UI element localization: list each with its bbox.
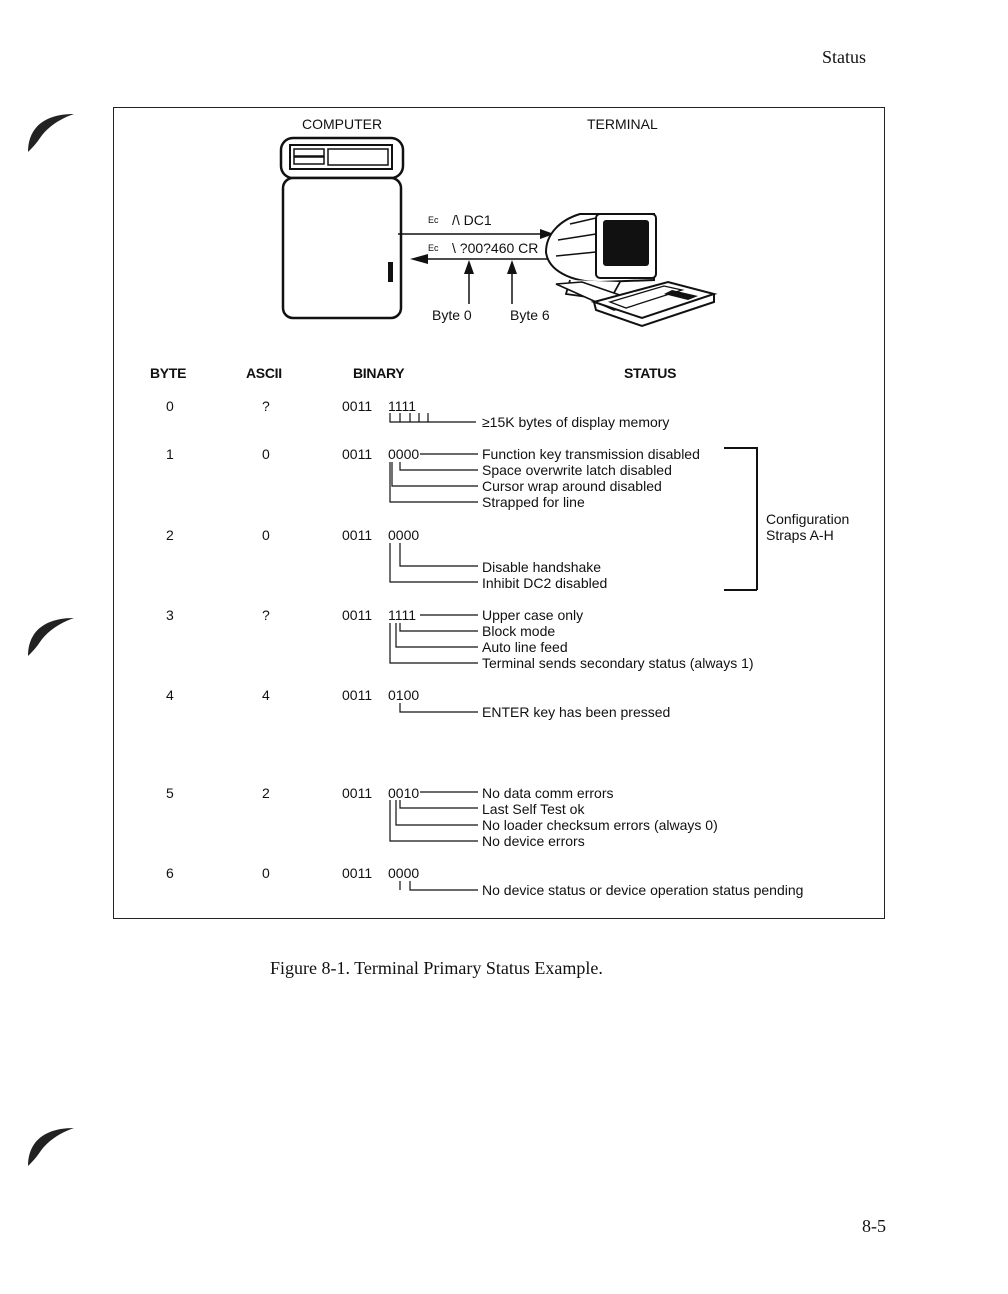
ascii-char: ? bbox=[262, 607, 270, 623]
status-text: Last Self Test ok bbox=[482, 801, 585, 817]
binary-low-nibble: 0000 bbox=[388, 865, 420, 881]
binary-high-nibble: 0011 bbox=[342, 398, 373, 414]
computer-terminal-diagram bbox=[279, 136, 718, 328]
byte-number: 6 bbox=[166, 865, 174, 881]
terminal-icon bbox=[544, 213, 718, 328]
escape-symbol-in: Ec bbox=[428, 243, 439, 253]
status-text: Function key transmission disabled bbox=[482, 446, 700, 462]
byte-number: 2 bbox=[166, 527, 174, 543]
byte6-label: Byte 6 bbox=[510, 307, 550, 323]
byte-number: 0 bbox=[166, 398, 174, 414]
status-text: Strapped for line bbox=[482, 494, 585, 510]
terminal-label: TERMINAL bbox=[587, 116, 658, 132]
binary-low-nibble: 0000 bbox=[388, 527, 420, 543]
ascii-char: 0 bbox=[262, 865, 270, 881]
status-text: No device errors bbox=[482, 833, 585, 849]
binary-high-nibble: 0011 bbox=[342, 687, 373, 703]
status-text: ≥15K bytes of display memory bbox=[482, 414, 670, 430]
binary-low-nibble: 0000 bbox=[388, 446, 420, 462]
status-text: Space overwrite latch disabled bbox=[482, 462, 672, 478]
binary-low-nibble: 1111 bbox=[388, 398, 417, 414]
binary-high-nibble: 0011 bbox=[342, 607, 373, 623]
bracket-vertical bbox=[756, 447, 758, 590]
status-text: No device status or device operation sta… bbox=[482, 882, 804, 898]
bracket-label-line1: Configuration bbox=[766, 511, 850, 527]
byte-number: 4 bbox=[166, 687, 174, 703]
binary-low-nibble: 0010 bbox=[388, 785, 420, 801]
header-binary: BINARY bbox=[353, 365, 405, 381]
status-text: Inhibit DC2 disabled bbox=[482, 575, 608, 591]
bracket-label-line2: Straps A-H bbox=[766, 527, 834, 543]
status-text: No data comm errors bbox=[482, 785, 614, 801]
incoming-sequence: \ ?00?460 CR bbox=[452, 240, 539, 256]
ascii-char: 2 bbox=[262, 785, 270, 801]
figure-caption: Figure 8-1. Terminal Primary Status Exam… bbox=[270, 958, 603, 978]
byte-number: 1 bbox=[166, 446, 174, 462]
status-text: Terminal sends secondary status (always … bbox=[482, 655, 754, 671]
binary-low-nibble: 0100 bbox=[388, 687, 420, 703]
header-ascii: ASCII bbox=[246, 365, 282, 381]
computer-label: COMPUTER bbox=[302, 116, 383, 132]
outgoing-arrow-head bbox=[540, 229, 554, 239]
escape-symbol-out: Ec bbox=[428, 215, 439, 225]
binder-hole-mark-top bbox=[28, 114, 74, 152]
byte-number: 5 bbox=[166, 785, 174, 801]
header-status: STATUS bbox=[624, 365, 677, 381]
bracket-top bbox=[724, 447, 757, 449]
status-text: ENTER key has been pressed bbox=[482, 704, 671, 720]
status-text: Auto line feed bbox=[482, 639, 568, 655]
binary-high-nibble: 0011 bbox=[342, 446, 373, 462]
status-text: Block mode bbox=[482, 623, 556, 639]
computer-icon bbox=[279, 136, 405, 320]
status-text: Disable handshake bbox=[482, 559, 602, 575]
ascii-char: ? bbox=[262, 398, 270, 414]
binary-high-nibble: 0011 bbox=[342, 527, 373, 543]
ascii-char: 0 bbox=[262, 446, 270, 462]
status-text: No loader checksum errors (always 0) bbox=[482, 817, 718, 833]
running-header: Status bbox=[822, 47, 867, 67]
status-text: Upper case only bbox=[482, 607, 584, 623]
ascii-char: 4 bbox=[262, 687, 270, 703]
bracket-bottom bbox=[724, 589, 757, 591]
header-byte: BYTE bbox=[150, 365, 187, 381]
binary-high-nibble: 0011 bbox=[342, 785, 373, 801]
binder-hole-mark-middle bbox=[28, 618, 74, 656]
binary-high-nibble: 0011 bbox=[342, 865, 373, 881]
binder-hole-mark-bottom bbox=[28, 1128, 74, 1166]
incoming-arrow-head bbox=[410, 254, 428, 264]
byte0-label: Byte 0 bbox=[432, 307, 472, 323]
byte-number: 3 bbox=[166, 607, 174, 623]
status-text: Cursor wrap around disabled bbox=[482, 478, 662, 494]
page-number: 8-5 bbox=[862, 1216, 886, 1236]
ascii-char: 0 bbox=[262, 527, 270, 543]
binary-low-nibble: 1111 bbox=[388, 607, 417, 623]
outgoing-sequence: /\ DC1 bbox=[452, 212, 492, 228]
figure-frame bbox=[113, 107, 885, 919]
